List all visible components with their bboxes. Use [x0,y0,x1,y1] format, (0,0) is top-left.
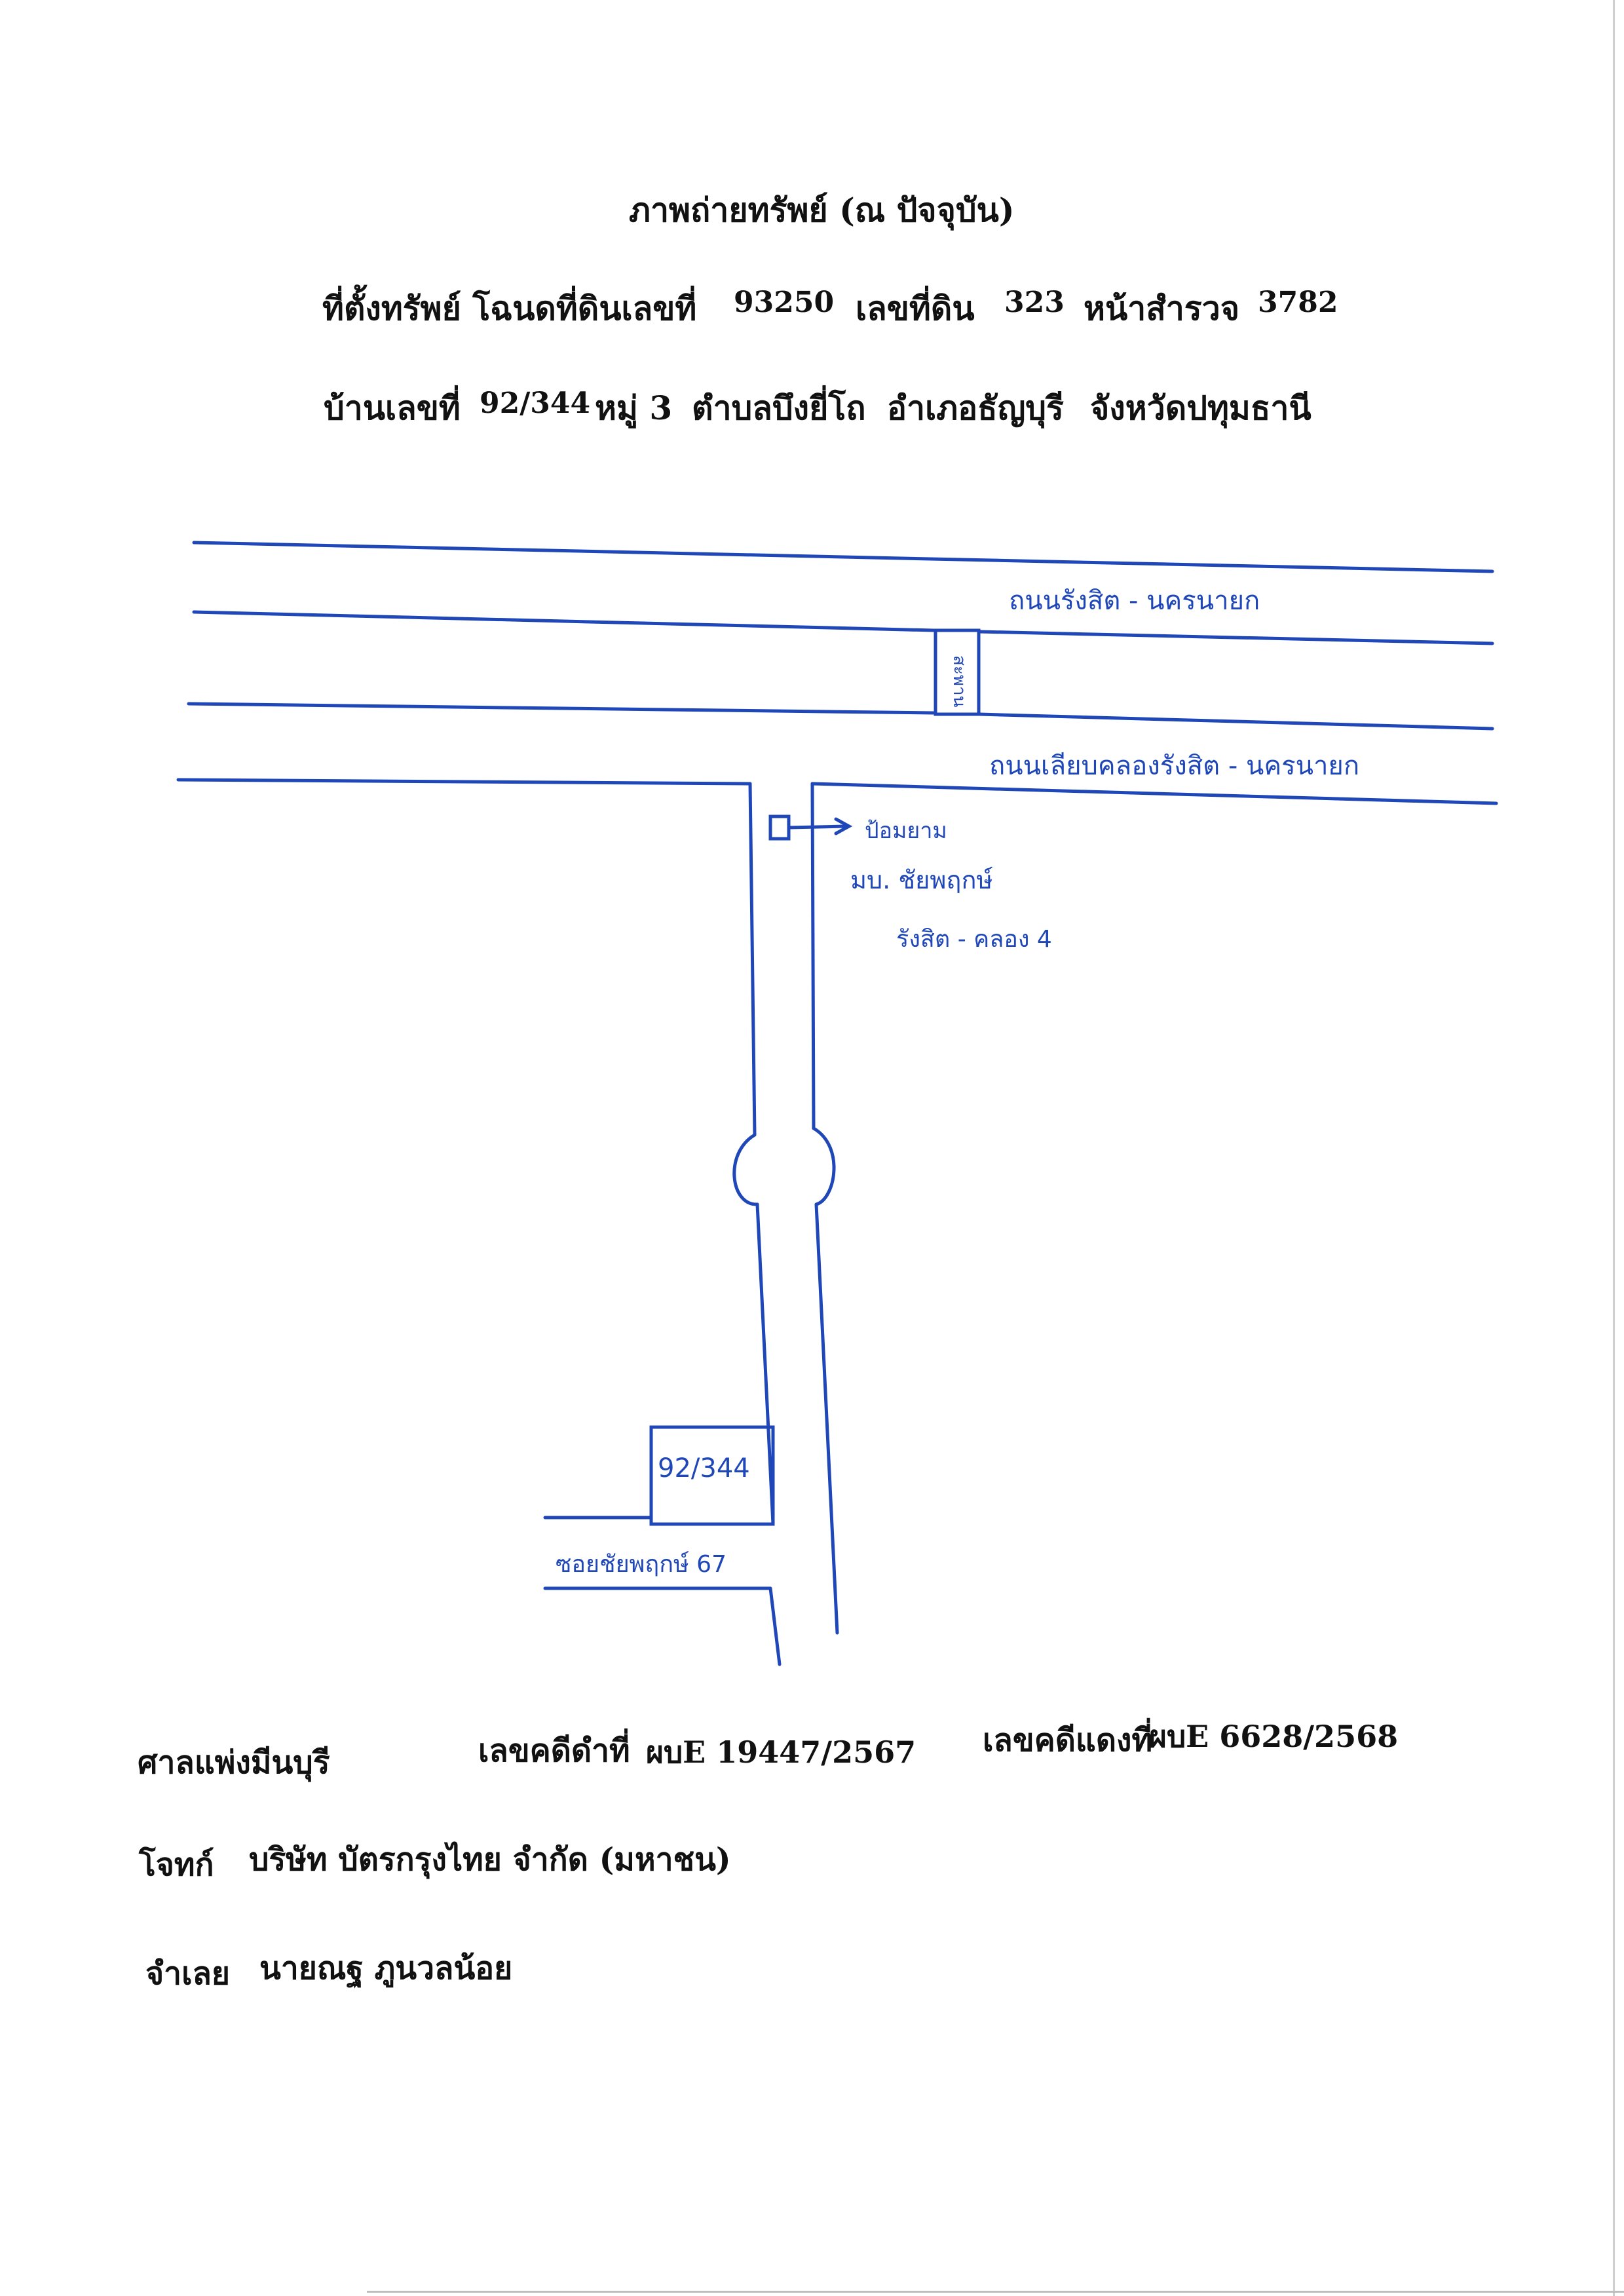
defendant-name: นายณฐ ภูนวลน้อย [259,1950,513,1987]
red-case-number: ผบE 6628/2568 [1149,1719,1399,1754]
court-name: ศาลแพ่งมีนบุรี [138,1744,330,1781]
road-line [755,1202,775,1526]
location-map [176,541,1498,1666]
road-line [748,782,757,1137]
moo: หมู่ 3 [595,389,673,427]
district: อำเภอธัญบุรี [887,389,1064,427]
red-case-label: เลขคดีแดงที่ [983,1722,1153,1759]
black-case-label: เลขคดีดำที่ [478,1732,630,1769]
survey-label: หน้าสำรวจ [1084,289,1240,328]
house-number: 92/344 [480,387,591,420]
bridge-box [934,628,981,716]
road-line [192,610,935,632]
guard-booth-box [768,814,791,841]
village-label: มบ. ชัยพฤกษ์ [850,866,993,894]
plaintiff-name: บริษัท บัตรกรุงไทย จำกัด (มหาชน) [249,1841,731,1878]
survey-number: 3782 [1258,286,1338,319]
black-case-number: ผบE 19447/2567 [646,1734,916,1770]
road-line [977,712,1494,731]
plot-label: 92/344 [658,1453,750,1483]
road-line [814,1202,839,1635]
roundabout [732,1133,759,1206]
soi-label: ซอยชัยพฤกษ์ 67 [556,1551,727,1578]
road-line [187,702,935,715]
pointer-line [787,824,847,830]
house-label: บ้านเลขที่ [324,389,461,427]
scan-edge [1613,0,1615,2296]
plaintiff-label: โจทก์ [139,1846,214,1883]
road-line [192,541,1494,573]
guard-booth-label: ป้อมยาม [865,818,947,844]
deed-label: ที่ตั้งทรัพย์ โฉนดที่ดินเลขที่ [322,289,697,328]
document-title: ภาพถ่ายทรัพย์ (ณ ปัจจุบัน) [629,191,1015,229]
subdistrict: ตำบลบึงยี่โถ [692,389,866,427]
plot-box [649,1425,775,1526]
road-label-lower: ถนนเลียบคลองรังสิต - นครนายก [989,751,1360,781]
land-number-label: เลขที่ดิน [856,289,975,328]
road-line [768,1586,782,1666]
defendant-label: จำเลย [145,1955,231,1992]
deed-number: 93250 [734,286,835,319]
road-line [176,778,752,786]
arrow-icon [834,817,853,835]
land-number: 323 [1004,286,1065,319]
province: จังหวัดปทุมธานี [1090,389,1312,427]
bridge-label: สะพาน [949,655,969,708]
scan-edge [367,2291,1624,2293]
road-line [810,782,816,1130]
roundabout [812,1126,836,1206]
road-label-upper: ถนนรังสิต - นครนายก [1009,586,1260,616]
village-area-label: รังสิต - คลอง 4 [896,926,1052,953]
road-line [810,782,1498,805]
road-line [977,630,1494,645]
